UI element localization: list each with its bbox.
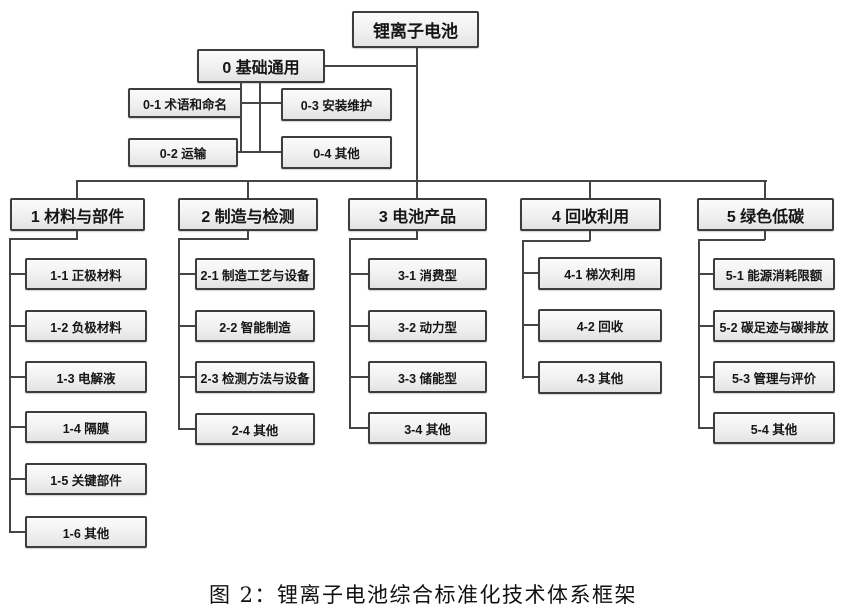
connector-line	[76, 231, 78, 240]
node-0-2: 0-2 运输	[128, 138, 238, 167]
connector-line	[589, 180, 591, 198]
connector-line	[349, 273, 368, 275]
connector-line	[9, 273, 25, 275]
node-2-1: 2-1 制造工艺与设备	[195, 258, 315, 290]
node-3-2: 3-2 动力型	[368, 310, 487, 342]
connector-line	[522, 376, 538, 378]
node-3-1: 3-1 消费型	[368, 258, 487, 290]
node-1-materials: 1 材料与部件	[10, 198, 145, 231]
connector-line	[178, 376, 195, 378]
node-2-2: 2-2 智能制造	[195, 310, 315, 342]
connector-line	[698, 376, 713, 378]
node-3-4: 3-4 其他	[368, 412, 487, 444]
figure-caption: 图 2：锂离子电池综合标准化技术体系框架	[208, 583, 638, 607]
connector-line	[325, 65, 417, 67]
node-1-5: 1-5 关键部件	[25, 463, 147, 495]
connector-line	[178, 238, 248, 240]
connector-line	[9, 478, 25, 480]
node-3-3: 3-3 储能型	[368, 361, 487, 393]
connector-line	[764, 180, 766, 198]
connector-line	[9, 238, 11, 533]
connector-line	[238, 151, 281, 153]
node-5-3: 5-3 管理与评价	[713, 361, 835, 393]
connector-line	[589, 231, 591, 241]
node-1-4: 1-4 隔膜	[25, 411, 147, 443]
connector-line	[522, 240, 590, 242]
node-2-3: 2-3 检测方法与设备	[195, 361, 315, 393]
node-4-1: 4-1 梯次利用	[538, 257, 662, 290]
node-5-green: 5 绿色低碳	[697, 198, 834, 231]
connector-line	[242, 102, 281, 104]
connector-line	[9, 238, 77, 240]
node-1-3: 1-3 电解液	[25, 361, 147, 393]
connector-line	[77, 180, 767, 182]
node-4-2: 4-2 回收	[538, 309, 662, 342]
connector-line	[247, 180, 249, 198]
connector-line	[698, 427, 713, 429]
node-5-4: 5-4 其他	[713, 412, 835, 444]
node-0-4: 0-4 其他	[281, 136, 392, 169]
connector-line	[259, 82, 261, 152]
connector-line	[349, 376, 368, 378]
node-4-recycling: 4 回收利用	[520, 198, 661, 231]
node-1-2: 1-2 负极材料	[25, 310, 147, 342]
connector-line	[178, 325, 195, 327]
connector-line	[178, 428, 195, 430]
connector-line	[349, 238, 417, 240]
connector-line	[764, 231, 766, 240]
connector-line	[416, 231, 418, 240]
connector-line	[349, 238, 351, 429]
connector-line	[9, 426, 25, 428]
connector-line	[76, 180, 78, 198]
connector-line	[349, 427, 368, 429]
connector-line	[416, 48, 418, 198]
connector-line	[9, 531, 25, 533]
node-root: 锂离子电池	[352, 11, 479, 48]
connector-line	[522, 240, 524, 379]
connector-line	[9, 325, 25, 327]
connector-line	[698, 325, 713, 327]
connector-line	[178, 273, 195, 275]
node-2-4: 2-4 其他	[195, 413, 315, 445]
node-0-1: 0-1 术语和命名	[128, 88, 242, 118]
connector-line	[698, 273, 713, 275]
node-0-basic: 0 基础通用	[197, 49, 325, 83]
node-2-manufacturing: 2 制造与检测	[178, 198, 318, 231]
node-3-products: 3 电池产品	[348, 198, 487, 231]
connector-line	[349, 325, 368, 327]
connector-line	[698, 239, 700, 429]
connector-line	[178, 238, 180, 430]
node-1-6: 1-6 其他	[25, 516, 147, 548]
node-5-2: 5-2 碳足迹与碳排放	[713, 310, 835, 342]
connector-line	[9, 376, 25, 378]
connector-line	[522, 324, 538, 326]
node-4-3: 4-3 其他	[538, 361, 662, 394]
connector-line	[522, 272, 538, 274]
connector-line	[240, 82, 242, 152]
connector-line	[698, 239, 765, 241]
node-0-3: 0-3 安装维护	[281, 88, 392, 121]
node-5-1: 5-1 能源消耗限额	[713, 258, 835, 290]
node-1-1: 1-1 正极材料	[25, 258, 147, 290]
connector-line	[247, 231, 249, 240]
